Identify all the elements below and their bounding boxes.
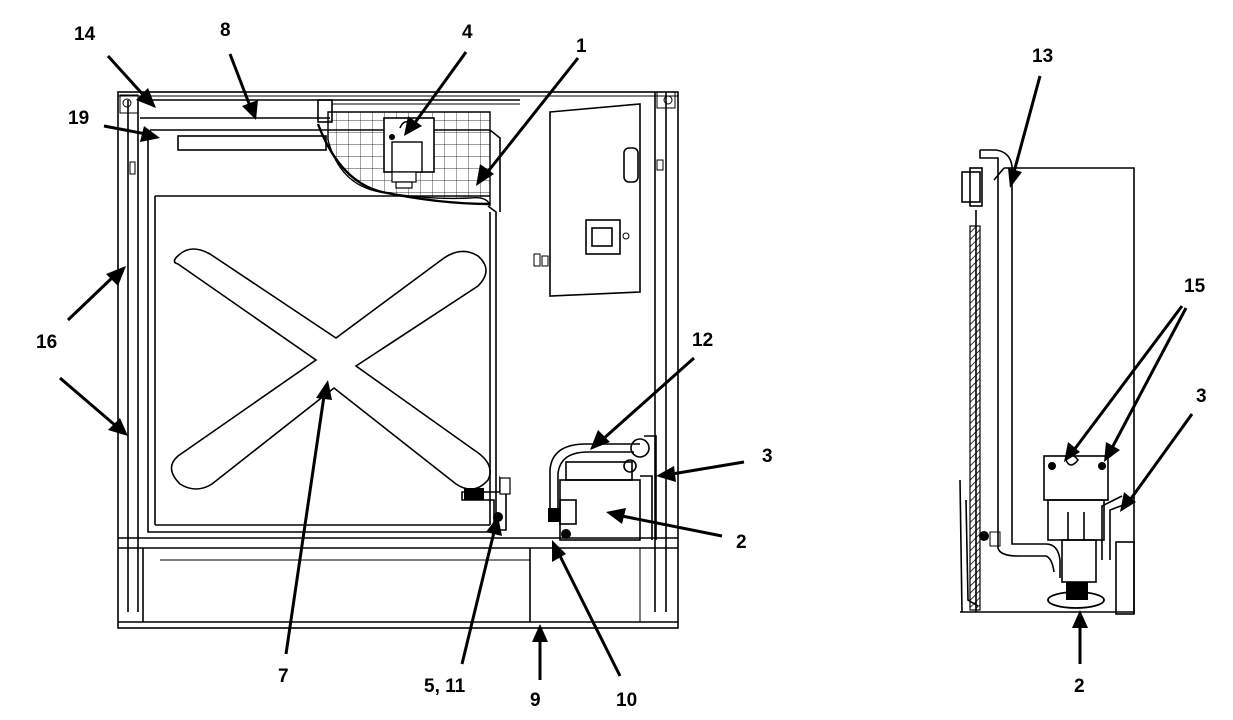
callout-13: 13 (1032, 46, 1053, 67)
callout-19: 19 (68, 108, 89, 129)
callout-9: 9 (530, 690, 541, 711)
hose-pump-assembly (548, 435, 657, 541)
callout-7: 7 (278, 666, 289, 687)
callout-1: 1 (576, 36, 587, 57)
callout-4: 4 (462, 22, 473, 43)
callout-8: 8 (220, 20, 231, 41)
left-side-rails (119, 94, 139, 612)
side-pump-assembly (1043, 454, 1127, 609)
callout-10: 10 (616, 690, 637, 711)
side-door-column (959, 167, 983, 613)
front-view (117, 91, 679, 629)
callout-2-side: 2 (1074, 676, 1085, 697)
callout-16: 16 (36, 332, 57, 353)
callout-labels: 14 8 4 1 19 16 12 3 2 7 5, 11 9 10 13 15… (36, 20, 1207, 711)
callout-3-front: 3 (762, 446, 773, 467)
right-control-panel (533, 103, 641, 297)
base-toe-kick (118, 537, 678, 623)
outer-frame (117, 91, 679, 629)
callout-3-side: 3 (1196, 386, 1207, 407)
right-side-rails (654, 91, 676, 612)
callout-14: 14 (74, 24, 96, 45)
leader-arrows (59, 51, 1194, 680)
control-box (383, 117, 435, 189)
callout-15: 15 (1184, 276, 1206, 297)
hinge-bracket (461, 475, 511, 531)
callout-5-11: 5, 11 (424, 676, 466, 697)
tall-tube (979, 149, 1061, 578)
callout-12: 12 (692, 330, 713, 351)
top-bar (140, 99, 520, 123)
side-view (959, 149, 1135, 615)
callout-2-front: 2 (736, 532, 747, 553)
x-brace (170, 248, 491, 490)
